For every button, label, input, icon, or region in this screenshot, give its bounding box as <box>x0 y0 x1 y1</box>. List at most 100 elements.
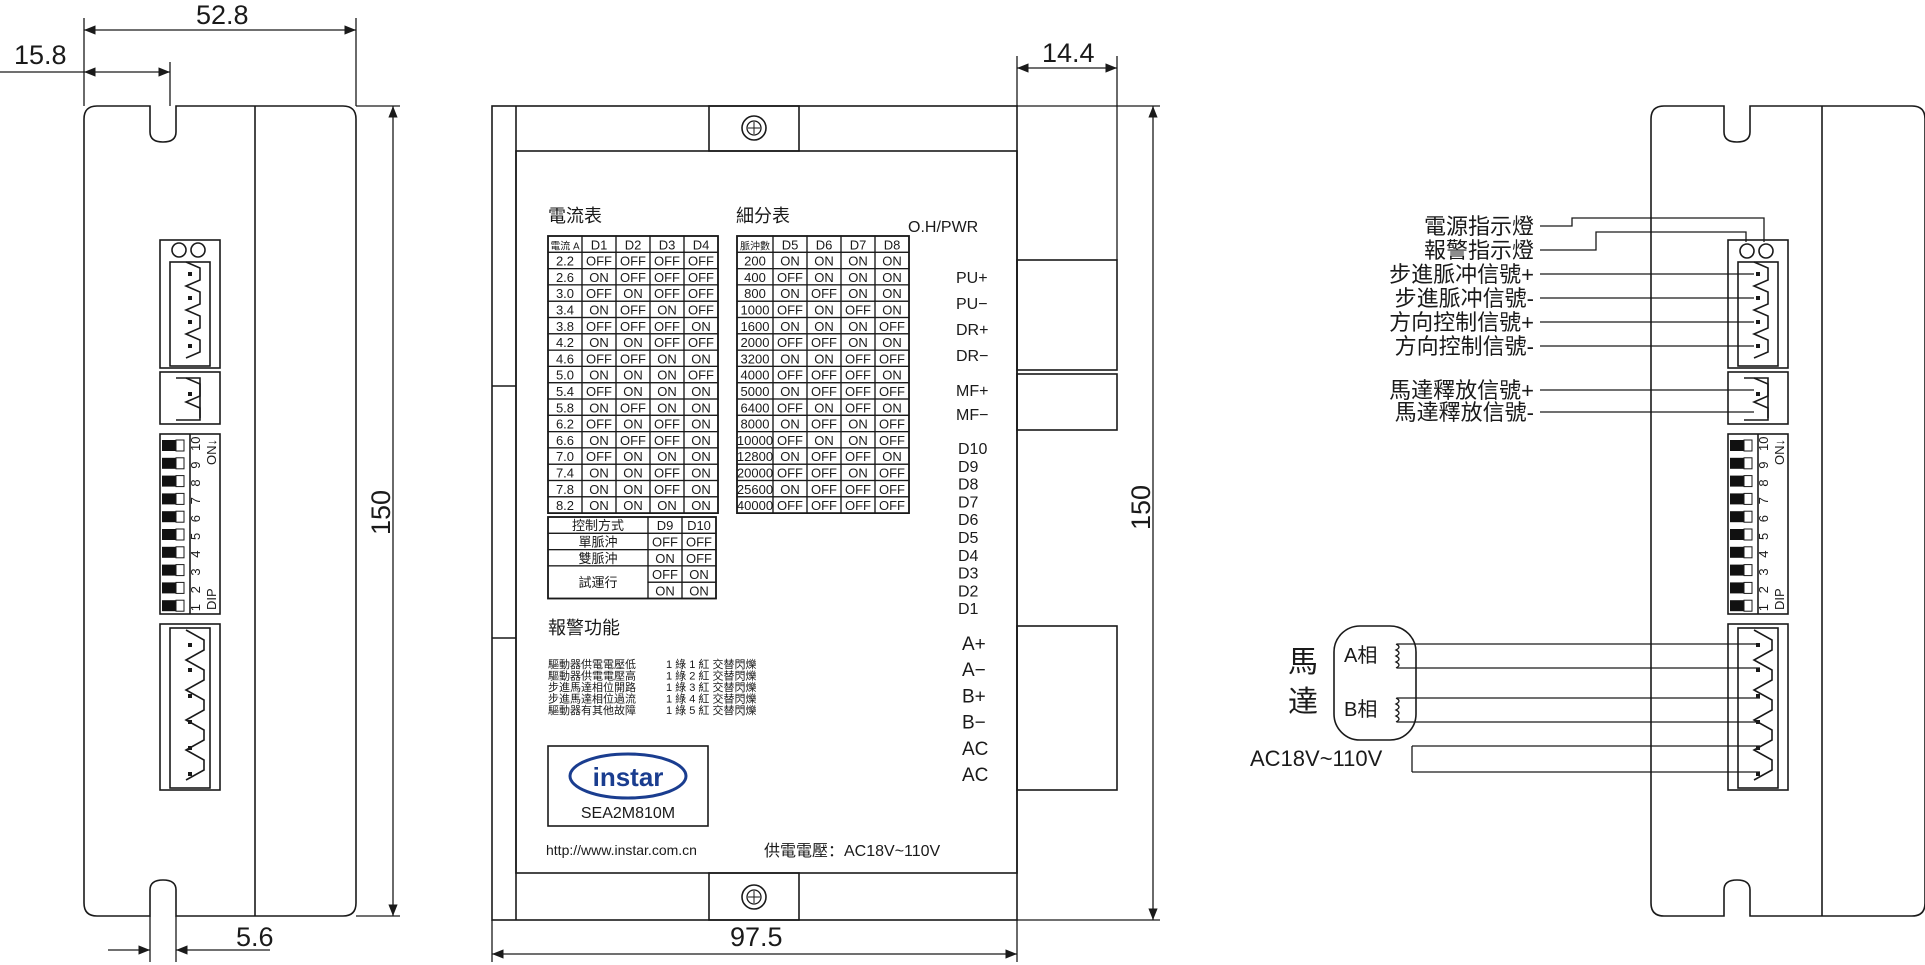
table-cell-text: OFF <box>654 466 680 481</box>
dip-switch-label: D10 <box>958 441 987 458</box>
table-cell-text: ON <box>848 319 868 334</box>
alarm-pattern: 1 綠 5 紅 交替閃爍 <box>666 703 756 717</box>
table-cell-text: OFF <box>620 319 646 334</box>
table-cell-text: ON <box>623 417 643 432</box>
table-cell-text: ON <box>882 254 902 269</box>
table-cell-text: OFF <box>879 433 905 448</box>
dip-number: 5 <box>188 533 203 540</box>
power-terminal-label: AC <box>962 765 988 786</box>
dip-number: 5 <box>1756 533 1771 540</box>
table-cell-text: 800 <box>744 286 766 301</box>
dim-height-left: 150 <box>366 490 396 535</box>
table-cell-text: 3.4 <box>556 303 574 318</box>
table-cell-text: OFF <box>620 270 646 285</box>
side-on-label: ON↓ <box>204 439 219 465</box>
table-cell-text: 7.4 <box>556 466 574 481</box>
table-cell-text: ON <box>780 319 800 334</box>
alarm-item: 驅動器供電電壓高 <box>548 669 636 683</box>
table-cell-text: ON <box>589 335 609 350</box>
dip-number: 7 <box>1756 497 1771 504</box>
website-url: http://www.instar.com.cn <box>546 842 697 858</box>
screw-icon <box>741 115 767 141</box>
terminal-pin <box>188 320 192 324</box>
control-cell-text: ON <box>655 551 675 566</box>
dip-switch <box>1730 582 1744 594</box>
dip-number: 2 <box>188 586 203 593</box>
table-cell-text: 1600 <box>741 319 770 334</box>
wiring-on-label: ON↓ <box>1772 439 1787 465</box>
dim-width-total: 52.8 <box>196 0 249 30</box>
table-cell-text: 4.2 <box>556 335 574 350</box>
table-cell-text: 5.8 <box>556 400 574 415</box>
micro-table-title: 細分表 <box>736 206 790 226</box>
table-cell-text: OFF <box>879 319 905 334</box>
table-cell-text: OFF <box>620 303 646 318</box>
table-cell-text: OFF <box>688 368 714 383</box>
table-cell-text: OFF <box>688 303 714 318</box>
table-cell-text: 8000 <box>741 417 770 432</box>
table-cell-text: ON <box>882 449 902 464</box>
front-mf-terminal <box>1016 373 1118 431</box>
table-cell-text: 2.2 <box>556 254 574 269</box>
dim-mount-offset: 15.8 <box>14 40 67 70</box>
table-cell-text: OFF <box>688 335 714 350</box>
release-label: 馬達釋放信號- <box>1395 400 1534 425</box>
table-cell-text: OFF <box>777 270 803 285</box>
power-led-icon <box>1739 243 1755 259</box>
table-cell-text: OFF <box>811 335 837 350</box>
table-cell-text: OFF <box>777 433 803 448</box>
table-cell-text: ON <box>848 270 868 285</box>
table-cell-text: OFF <box>586 384 612 399</box>
table-cell-text: OFF <box>777 303 803 318</box>
table-cell-text: 2.6 <box>556 270 574 285</box>
table-cell-text: ON <box>623 384 643 399</box>
terminal-pin <box>188 772 192 776</box>
dip-switch <box>162 582 176 594</box>
table-cell-text: ON <box>589 270 609 285</box>
dip-switch <box>162 564 176 576</box>
table-cell-text: ON <box>814 270 834 285</box>
control-cell-text: D9 <box>657 518 674 533</box>
wiring-dip-label: DIP <box>1772 588 1787 610</box>
dip-number: 6 <box>188 515 203 522</box>
table-cell-text: ON <box>848 466 868 481</box>
logo-text: instar <box>593 762 664 792</box>
table-cell-text: ON <box>691 466 711 481</box>
table-cell-text: ON <box>623 335 643 350</box>
table-cell-text: OFF <box>845 498 871 513</box>
motor-char-1: 馬 <box>1288 646 1318 679</box>
terminal-pin <box>1756 392 1760 396</box>
side-pins <box>188 272 192 776</box>
table-cell-text: 3.0 <box>556 286 574 301</box>
model-number: SEA2M810M <box>581 805 675 822</box>
table-cell-text: ON <box>657 303 677 318</box>
table-cell-text: OFF <box>879 417 905 432</box>
signal-label: 步進脈冲信號- <box>1395 286 1534 311</box>
side-mf-connector <box>159 371 221 425</box>
power-terminal-label: AC <box>962 739 988 760</box>
table-cell-text: OFF <box>654 335 680 350</box>
table-cell-text: ON <box>691 400 711 415</box>
table-cell-text: OFF <box>811 482 837 497</box>
table-cell-text: OFF <box>879 498 905 513</box>
indicator-leaders <box>1540 217 1765 251</box>
wiring-view-body <box>1650 105 1925 917</box>
table-cell-text: OFF <box>586 319 612 334</box>
table-cell-text: ON <box>623 286 643 301</box>
alarm-title: 報警功能 <box>548 618 620 638</box>
table-cell-text: ON <box>657 384 677 399</box>
table-cell-text: ON <box>848 417 868 432</box>
front-dimension-lines <box>491 56 1160 962</box>
signal-label: 方向控制信號- <box>1395 334 1534 359</box>
control-cell-text: ON <box>655 583 675 598</box>
table-cell-text: 12800 <box>737 449 773 464</box>
dip-number: 9 <box>1756 462 1771 469</box>
table-cell-text: OFF <box>586 351 612 366</box>
table-cell-text: OFF <box>845 400 871 415</box>
table-cell-text: 400 <box>744 270 766 285</box>
table-cell-text: OFF <box>845 482 871 497</box>
dip-switch <box>1730 440 1744 451</box>
dip-switch <box>1730 564 1744 576</box>
table-cell-text: ON <box>814 303 834 318</box>
